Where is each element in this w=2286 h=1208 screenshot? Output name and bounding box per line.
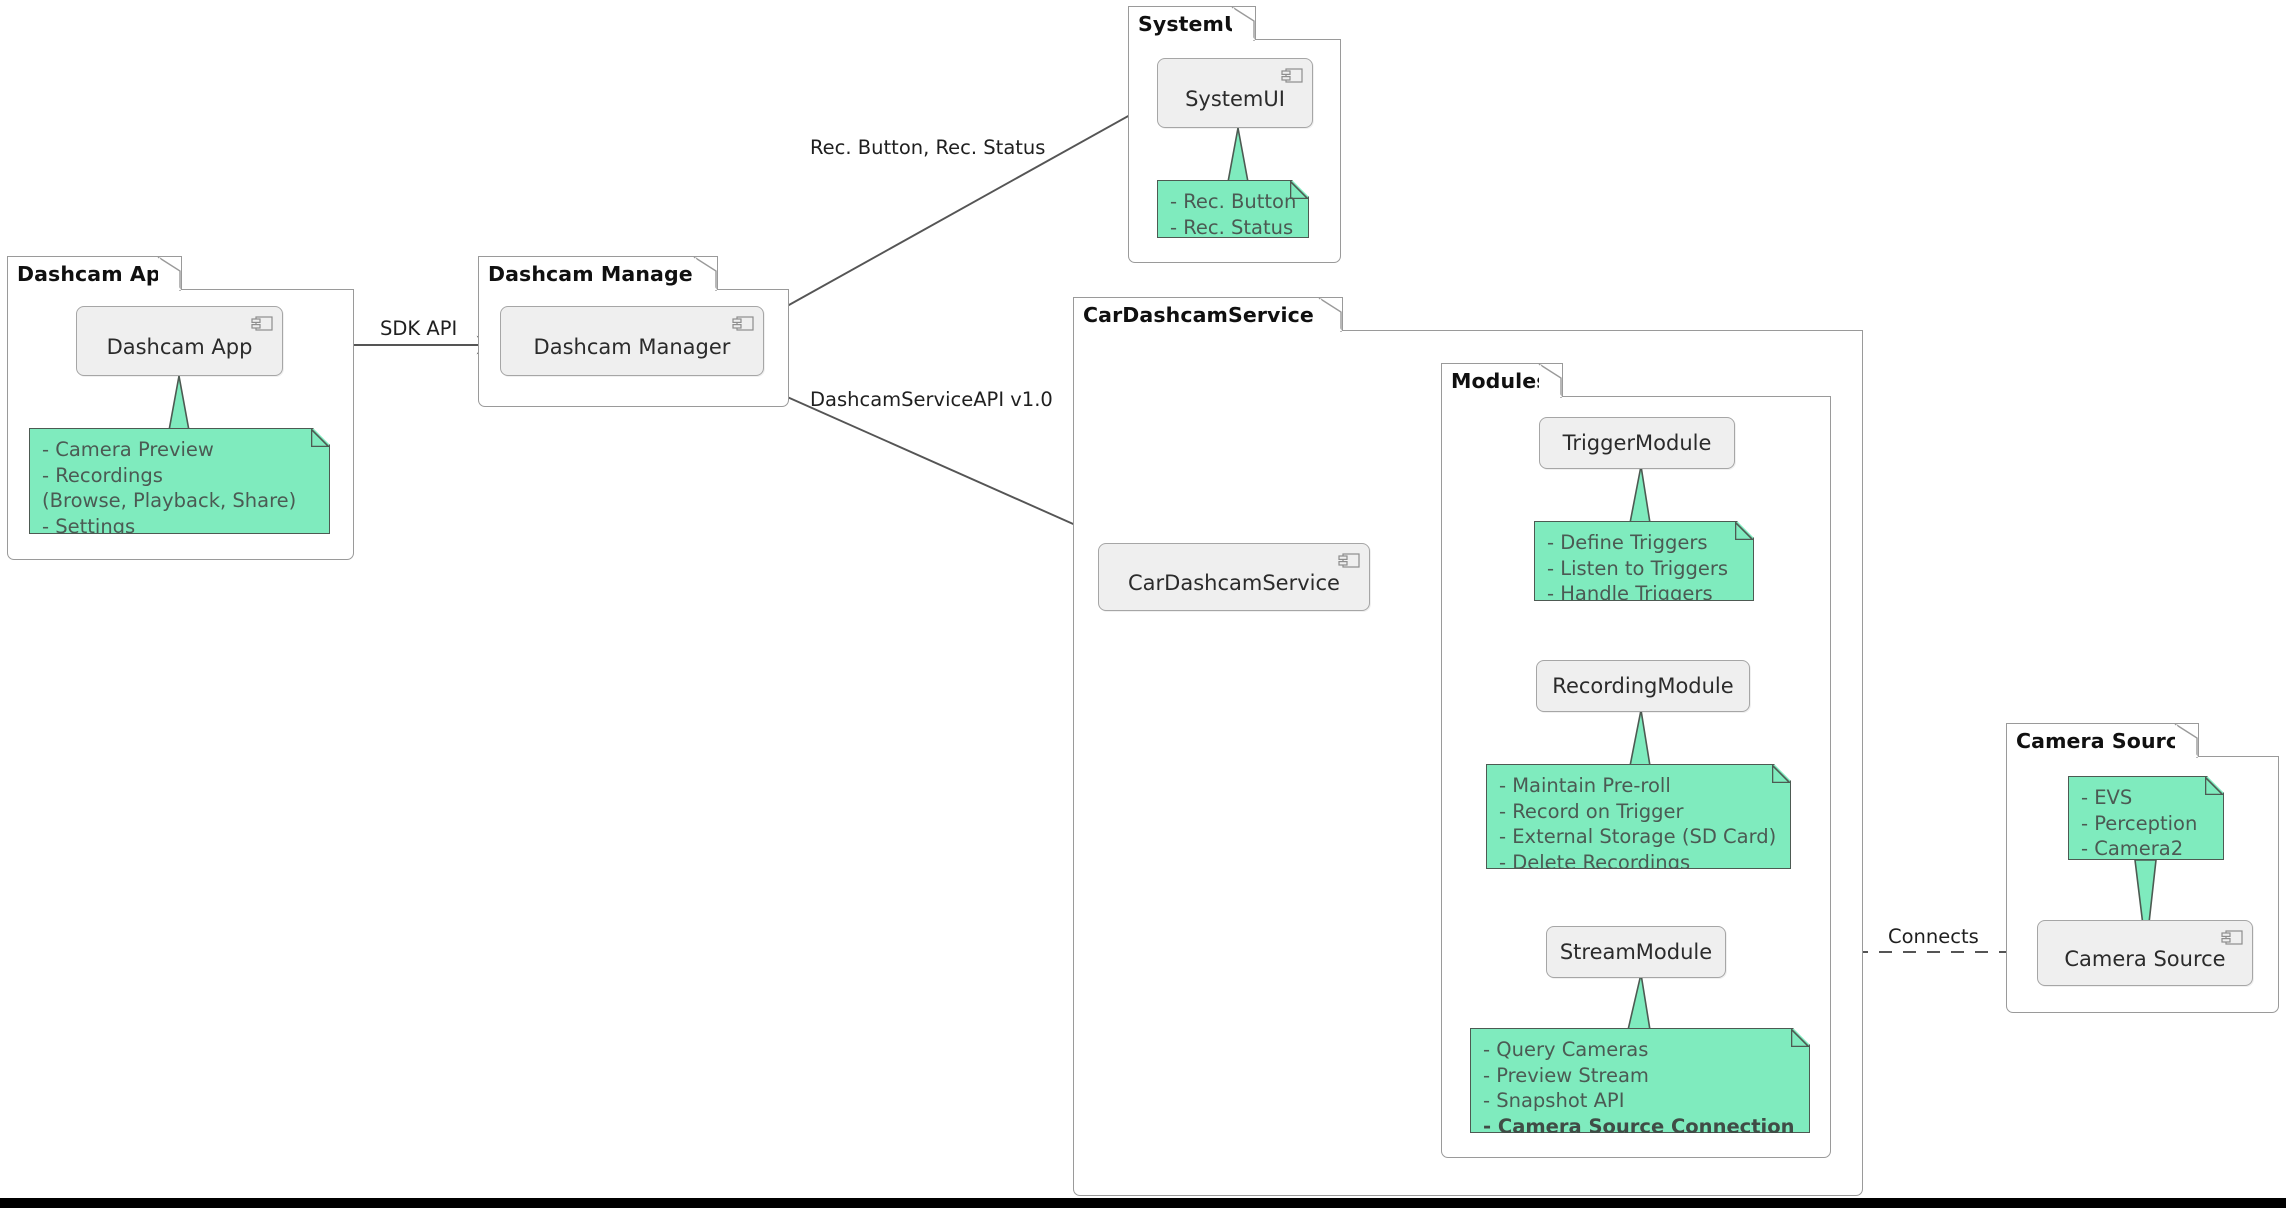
uml-component-icon	[1281, 68, 1303, 83]
package-label-camera-source: Camera Source	[2006, 723, 2199, 758]
bottom-bar	[0, 1198, 2286, 1208]
note-line: - Handle Triggers	[1547, 582, 1713, 606]
component-label: Dashcam Manager	[533, 334, 731, 359]
note-anchor-stream-module	[1626, 973, 1651, 1031]
package-label-modules: Modules	[1441, 363, 1563, 398]
note-line: - Preview Stream	[1483, 1063, 1649, 1087]
package-title: Dashcam App	[17, 261, 176, 286]
edge-label-dashcam-service-api: DashcamServiceAPI v1.0	[810, 388, 1053, 411]
package-title: CarDashcamService	[1083, 302, 1314, 327]
note-system-ui: - Rec. Button - Rec. Status	[1157, 180, 1309, 238]
uml-component-icon	[1338, 553, 1360, 568]
note-anchor-recording-module	[1629, 709, 1651, 767]
component-system-ui[interactable]: SystemUI	[1157, 58, 1313, 128]
package-label-system-ui: SystemUI	[1128, 6, 1256, 41]
edge-label-rec-button-status: Rec. Button, Rec. Status	[810, 136, 1046, 159]
component-label: Dashcam App	[106, 334, 253, 359]
component-camera-source[interactable]: Camera Source	[2037, 920, 2253, 986]
component-dashcam-app[interactable]: Dashcam App	[76, 306, 283, 376]
uml-component-icon	[251, 316, 273, 331]
edge-label-connects: Connects	[1888, 925, 1979, 948]
note-dashcam-app: - Camera Preview - Recordings (Browse, P…	[29, 428, 330, 534]
component-label: StreamModule	[1559, 940, 1713, 964]
note-line: - Recordings	[42, 463, 163, 487]
note-line-bold: - Camera Source Connection	[1483, 1115, 1795, 1139]
note-recording-module: - Maintain Pre-roll - Record on Trigger …	[1486, 764, 1791, 869]
note-anchor-system-ui	[1227, 127, 1249, 183]
note-trigger-module: - Define Triggers - Listen to Triggers -…	[1534, 521, 1754, 601]
note-line: (Browse, Playback, Share)	[42, 489, 297, 513]
component-label: RecordingModule	[1552, 674, 1734, 698]
note-anchor-camera-source	[2134, 859, 2157, 951]
package-title: Camera Source	[2016, 728, 2193, 753]
note-line: - Perception	[2081, 811, 2198, 835]
note-line: - Delete Recordings	[1499, 851, 1691, 875]
note-line: - Define Triggers	[1547, 531, 1708, 554]
note-line: - Snapshot API	[1483, 1089, 1625, 1113]
note-line: - Settings	[42, 515, 136, 539]
note-anchor-dashcam-app	[167, 375, 191, 437]
note-line: - Camera Preview	[42, 438, 214, 461]
component-trigger-module[interactable]: TriggerModule	[1539, 417, 1735, 469]
component-label: Camera Source	[2064, 946, 2226, 971]
note-line: - Record on Trigger	[1499, 799, 1684, 823]
note-line: - Listen to Triggers	[1547, 556, 1729, 580]
note-camera-source: - EVS - Perception - Camera2	[2068, 776, 2224, 860]
note-anchor-trigger-module	[1629, 465, 1651, 524]
note-line: - EVS	[2081, 786, 2133, 809]
note-line: - Rec. Status	[1170, 215, 1294, 239]
package-title: Modules	[1451, 368, 1549, 393]
component-recording-module[interactable]: RecordingModule	[1536, 660, 1750, 712]
uml-component-icon	[732, 316, 754, 331]
component-label: SystemUI	[1185, 86, 1285, 111]
note-line: - Camera2	[2081, 837, 2184, 861]
component-car-dashcam-service[interactable]: CarDashcamService	[1098, 543, 1370, 611]
uml-component-icon	[2221, 930, 2243, 945]
note-line: - Query Cameras	[1483, 1038, 1649, 1061]
note-line: - Rec. Button	[1170, 190, 1297, 213]
package-label-car-dashcam-service: CarDashcamService	[1073, 297, 1343, 332]
component-stream-module[interactable]: StreamModule	[1546, 926, 1726, 978]
component-label: CarDashcamService	[1128, 570, 1340, 595]
edge-label-sdk-api: SDK API	[380, 317, 458, 340]
component-label: TriggerModule	[1562, 431, 1712, 455]
edge-rec-button-status	[761, 104, 1150, 321]
package-title: SystemUI	[1138, 11, 1249, 36]
note-stream-module: - Query Cameras - Preview Stream - Snaps…	[1470, 1028, 1810, 1133]
package-title: Dashcam Manager	[488, 261, 703, 286]
package-label-dashcam-manager: Dashcam Manager	[478, 256, 718, 291]
note-line: - External Storage (SD Card)	[1499, 825, 1777, 849]
component-dashcam-manager[interactable]: Dashcam Manager	[500, 306, 764, 376]
note-line: - Maintain Pre-roll	[1499, 774, 1671, 797]
package-label-dashcam-app: Dashcam App	[7, 256, 182, 291]
